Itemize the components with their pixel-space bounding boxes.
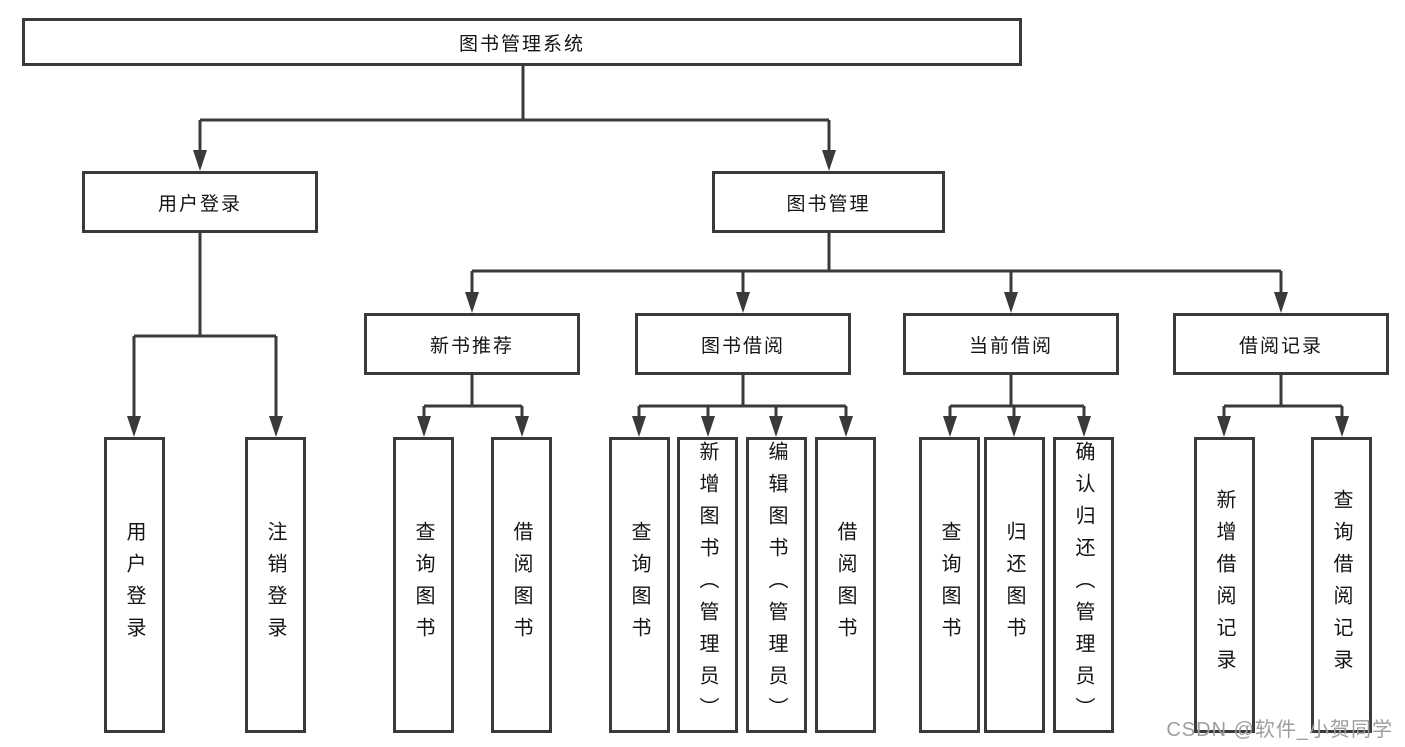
csdn-watermark: CSDN @软件_小贺同学	[1166, 719, 1393, 741]
leaf-query-book: 查询图书	[919, 437, 980, 733]
leaf-query-borrow-record: 查询借阅记录	[1311, 437, 1372, 733]
leaf-confirm-return-admin: 确认归还（管理员）	[1053, 437, 1114, 733]
leaf-query-book: 查询图书	[609, 437, 670, 733]
node-root-system: 图书管理系统	[22, 18, 1022, 66]
leaf-add-book-admin: 新增图书（管理员）	[677, 437, 738, 733]
node-book-borrow: 图书借阅	[635, 313, 851, 375]
node-new-book-recommend: 新书推荐	[364, 313, 580, 375]
leaf-return-book: 归还图书	[984, 437, 1045, 733]
leaf-user-login: 用户登录	[104, 437, 165, 733]
leaf-add-borrow-record: 新增借阅记录	[1194, 437, 1255, 733]
node-book-management: 图书管理	[712, 171, 945, 233]
leaf-edit-book-admin: 编辑图书（管理员）	[746, 437, 807, 733]
node-user-login: 用户登录	[82, 171, 318, 233]
node-borrow-record: 借阅记录	[1173, 313, 1389, 375]
node-current-borrow: 当前借阅	[903, 313, 1119, 375]
leaf-logout-login: 注销登录	[245, 437, 306, 733]
leaf-borrow-book: 借阅图书	[491, 437, 552, 733]
leaf-query-book: 查询图书	[393, 437, 454, 733]
leaf-borrow-book: 借阅图书	[815, 437, 876, 733]
